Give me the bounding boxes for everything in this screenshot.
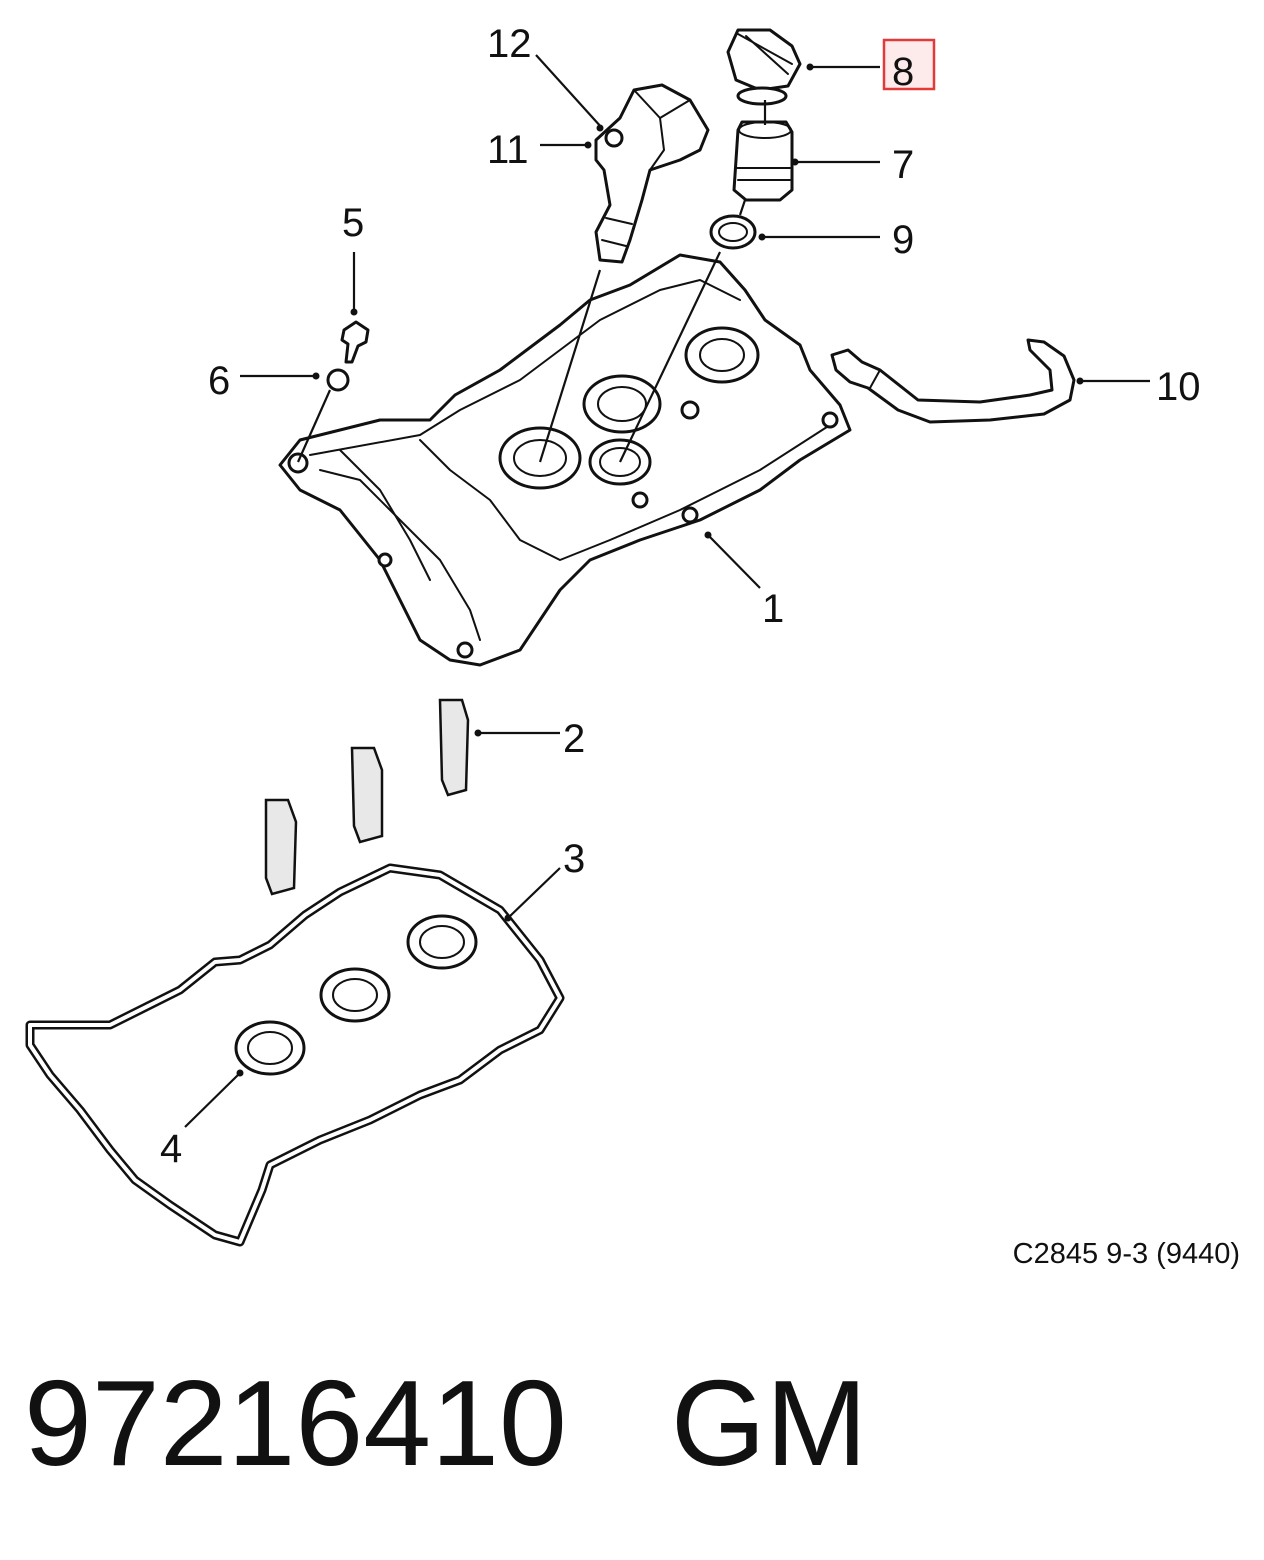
- callout-6: 6: [208, 359, 230, 403]
- brand-name: GM: [670, 1355, 868, 1491]
- tube-seals: [234, 914, 478, 1076]
- seal-ring: [709, 214, 757, 250]
- breather-hose: [830, 338, 1076, 424]
- callout-8: 8: [892, 50, 914, 94]
- callout-12: 12: [487, 22, 532, 66]
- callout-8-highlight: [882, 38, 936, 91]
- leader-lines: [184, 54, 1150, 1128]
- callout-3: 3: [563, 837, 585, 881]
- callout-7: 7: [892, 143, 914, 187]
- plug-seals: [264, 698, 470, 896]
- callout-labels: 12 11 8 7 9 5 6 10 1 2 3 4: [160, 22, 1201, 1171]
- ignition-coil: [594, 83, 710, 264]
- valve-cover: [278, 253, 852, 667]
- callout-5: 5: [342, 201, 364, 245]
- callout-2: 2: [563, 717, 585, 761]
- bolt: [340, 320, 370, 364]
- callout-10: 10: [1156, 365, 1201, 409]
- callout-9: 9: [892, 218, 914, 262]
- cover-gasket: [25, 863, 565, 1247]
- diagram-caption: C2845 9-3 (9440): [1012, 1238, 1240, 1270]
- callout-11: 11: [487, 128, 529, 172]
- part-number: 97216410: [24, 1355, 567, 1491]
- callout-4: 4: [160, 1127, 182, 1171]
- callout-1: 1: [762, 587, 784, 631]
- parts-diagram: 12 11 8 7 9 5 6 10 1 2 3 4: [25, 22, 1201, 1247]
- grommet: [326, 368, 350, 392]
- filler-neck: [732, 120, 794, 202]
- oil-filler-cap: [726, 28, 802, 106]
